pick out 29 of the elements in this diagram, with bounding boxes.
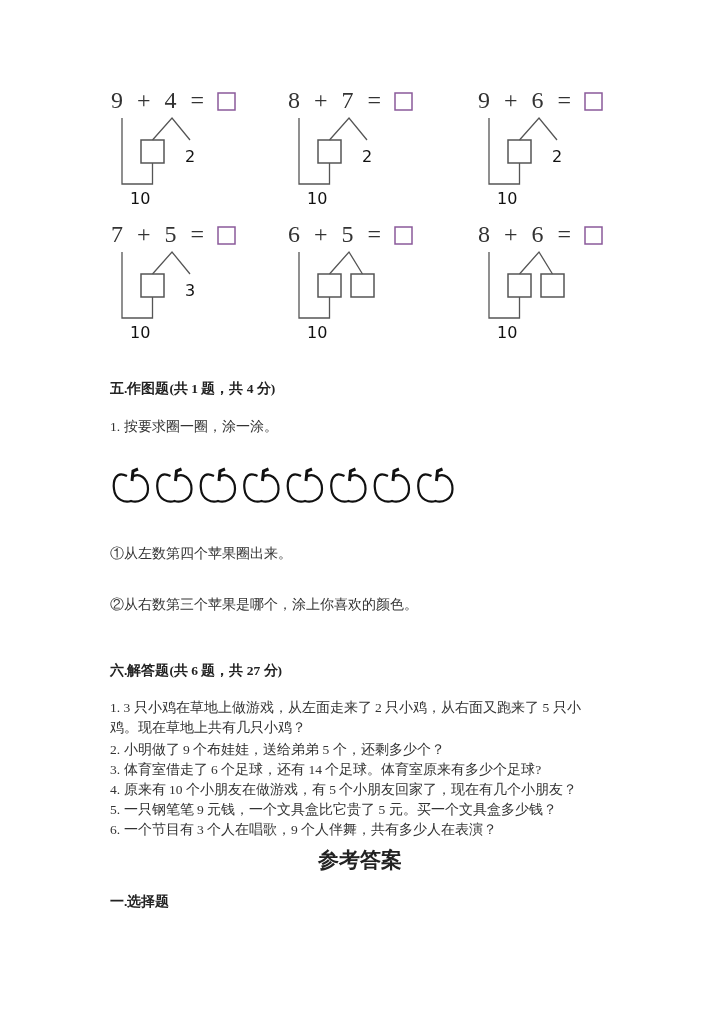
- question-text: 3. 体育室借走了 6 个足球，还有 14 个足球。体育室原来有多少个足球?: [110, 761, 542, 779]
- equation: 8 + 6 =: [478, 220, 572, 248]
- equation: 6 + 5 =: [288, 220, 382, 248]
- number: 2: [362, 148, 373, 166]
- equation: 9 + 6 =: [478, 86, 572, 114]
- number: 10: [307, 190, 328, 208]
- section-heading: 六.解答题(共 6 题，共 27 分): [110, 662, 283, 680]
- number: 2: [552, 148, 563, 166]
- question-text: 6. 一个节目有 3 个人在唱歌，9 个人伴舞，共有多少人在表演？: [110, 821, 498, 839]
- question-text: 1. 3 只小鸡在草地上做游戏，从左面走来了 2 只小鸡，从右面又跑来了 5 只小鸡。现在草地上共有几只小鸡？: [110, 699, 582, 737]
- section-heading: 一.选择题: [110, 893, 170, 911]
- number: 10: [307, 324, 328, 342]
- equation: 9 + 4 =: [111, 86, 205, 114]
- question-text: ①从左数第四个苹果圈出来。: [110, 545, 292, 563]
- question-text: 1. 按要求圈一圈，涂一涂。: [110, 418, 278, 436]
- number: 10: [130, 190, 151, 208]
- question-text: ②从右数第三个苹果是哪个，涂上你喜欢的颜色。: [110, 596, 418, 614]
- number: 2: [185, 148, 196, 166]
- number: 10: [497, 324, 518, 342]
- number: 3: [185, 282, 196, 300]
- equation: 7 + 5 =: [111, 220, 205, 248]
- number: 10: [497, 190, 518, 208]
- question-text: 4. 原来有 10 个小朋友在做游戏，有 5 个小朋友回家了，现在有几个小朋友？: [110, 781, 578, 799]
- question-text: 5. 一只钢笔笔 9 元钱，一个文具盒比它贵了 5 元。买一个文具盒多少钱？: [110, 801, 557, 819]
- section-heading: 五.作图题(共 1 题，共 4 分): [110, 380, 276, 398]
- equation: 8 + 7 =: [288, 86, 382, 114]
- number: 10: [130, 324, 151, 342]
- question-text: 2. 小明做了 9 个布娃娃，送给弟弟 5 个，还剩多少个？: [110, 741, 445, 759]
- answer-heading: 参考答案: [317, 847, 403, 874]
